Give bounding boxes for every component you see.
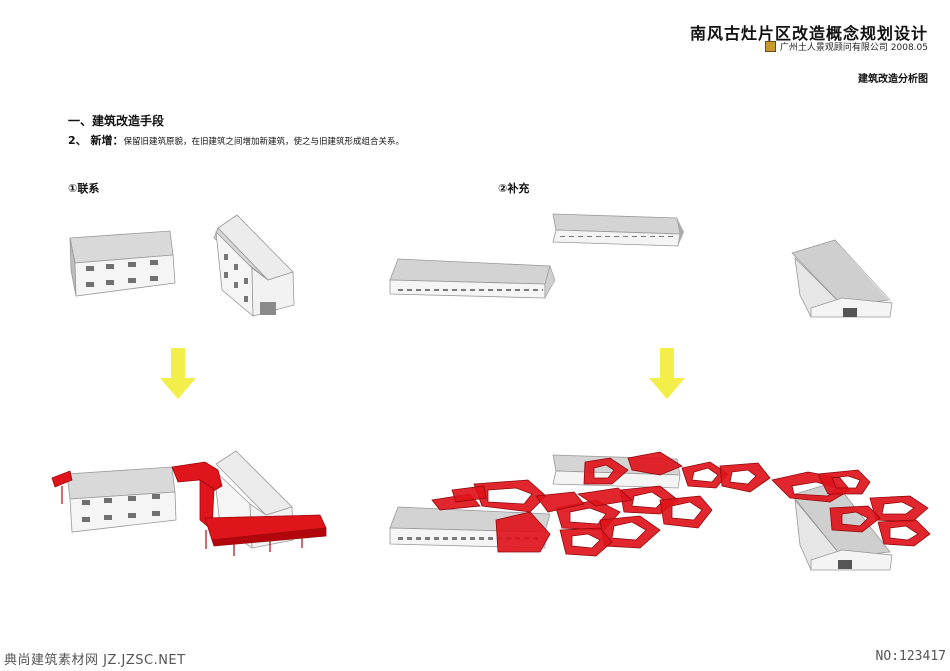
new-hexagonal-canopy-network bbox=[431, 451, 931, 557]
company-logo-icon bbox=[764, 41, 776, 52]
watermark-site: 典尚建筑素材网 JZ.JZSC.NET bbox=[0, 648, 190, 669]
sheet-label: 建筑改造分析图 bbox=[858, 74, 928, 85]
company-line: 广州土人景观顾问有限公司 2008.05 bbox=[764, 40, 928, 53]
section-item-description: 保留旧建筑原貌，在旧建筑之间增加新建筑，使之与旧建筑形成组合关系。 bbox=[123, 137, 404, 147]
linked-result-group bbox=[51, 450, 327, 556]
section-title: 一、建筑改造手段 bbox=[68, 114, 165, 128]
down-arrow-right-icon bbox=[649, 348, 685, 399]
new-connector-corridor bbox=[51, 461, 327, 547]
watermark-number: NO:123417 bbox=[871, 648, 950, 665]
old-building-flat-left bbox=[69, 230, 176, 297]
section-item-lead: 2、 新增： bbox=[68, 134, 124, 147]
old-long-building-small bbox=[552, 213, 684, 247]
old-building-gable-right bbox=[213, 214, 295, 317]
method-label-link: ①联系 bbox=[68, 182, 100, 195]
company-name-date: 广州土人景观顾问有限公司 2008.05 bbox=[779, 43, 928, 53]
method-label-supplement: ②补充 bbox=[498, 182, 530, 195]
supplemented-result-group bbox=[389, 451, 931, 571]
down-arrow-left-icon bbox=[160, 348, 196, 399]
section-item: 2、 新增：保留旧建筑原貌，在旧建筑之间增加新建筑，使之与旧建筑形成组合关系。 bbox=[68, 132, 404, 148]
page-title: 南风古灶片区改造概念规划设计 bbox=[689, 24, 928, 43]
old-warehouse-gable bbox=[791, 239, 893, 318]
old-building-flat-left-result bbox=[66, 466, 177, 533]
old-long-building-large bbox=[389, 258, 556, 300]
